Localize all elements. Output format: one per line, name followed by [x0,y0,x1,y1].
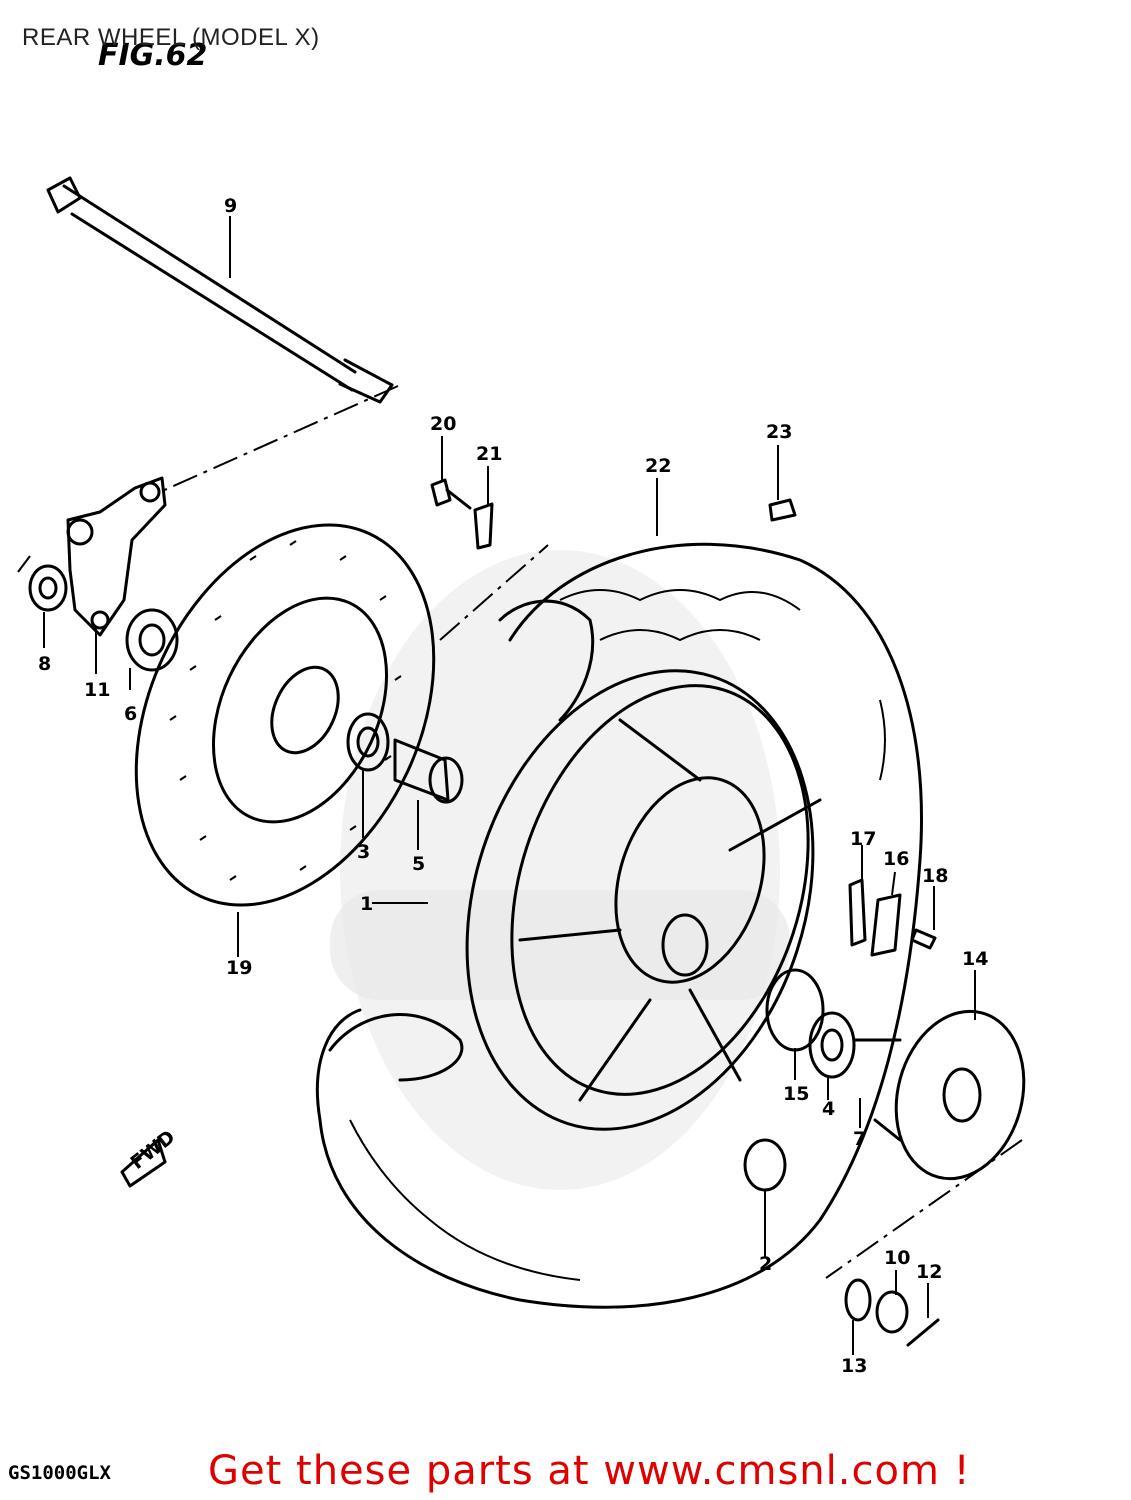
sprocket-plate [848,878,867,947]
callout-11: 11 [84,679,110,701]
washer [844,1278,872,1322]
callout-1: 1 [360,893,373,915]
callout-8: 8 [38,653,51,675]
leader-lines [43,216,976,1355]
callout-16: 16 [883,848,909,870]
callout-21: 21 [476,443,502,465]
callout-19: 19 [226,957,252,979]
collar [28,564,68,612]
callout-5: 5 [412,853,425,875]
callout-12: 12 [916,1261,942,1283]
callout-2: 2 [759,1253,772,1275]
brake-disc [134,523,436,907]
sprocket-mount [853,1009,1026,1181]
nut-centerline [825,1139,1023,1279]
callout-13: 13 [841,1355,867,1377]
axle [46,176,394,404]
callout-10: 10 [884,1247,910,1269]
hub-collar [743,1138,787,1192]
diagram-title: REAR WHEEL (MODEL X) [22,24,320,51]
forward-arrow: FWD [120,1126,180,1188]
axle-nut [875,1290,909,1334]
callout-labels: 1 2 3 4 5 6 7 8 9 10 11 12 13 14 15 16 1… [38,195,988,1377]
callout-20: 20 [430,413,456,435]
tire [315,542,923,1309]
axle-centerline [159,385,399,493]
spacer [393,738,464,804]
cotter-pin [906,1318,940,1347]
callout-7: 7 [853,1128,866,1150]
callout-9: 9 [224,195,237,217]
torque-link [66,476,167,637]
callout-23: 23 [766,421,792,443]
disc-bolt [430,478,472,510]
callout-3: 3 [357,841,370,863]
model-code: GS1000GLX [8,1462,111,1484]
forward-arrow-label: FWD [127,1126,180,1174]
callout-15: 15 [783,1083,809,1105]
sprocket-bolt [910,928,937,950]
o-ring [765,968,825,1052]
callout-6: 6 [124,703,137,725]
bearing-hub [808,1011,856,1079]
figure-number: FIG.62 [98,38,208,73]
valve-cap [768,498,797,522]
bearing-right [346,712,390,772]
callout-14: 14 [962,948,988,970]
watermark-logo [330,550,790,1190]
hub-centerline [17,555,31,573]
parts-link[interactable]: Get these parts at www.cmsnl.com ! [208,1448,971,1494]
lock-washer [870,893,902,957]
wheel-rim [465,669,822,1131]
callout-17: 17 [850,828,876,850]
bolt-centerline [439,544,549,641]
lock-plate [473,502,494,550]
callout-18: 18 [922,865,948,887]
callout-22: 22 [645,455,671,477]
bearing-left [125,608,179,672]
callout-4: 4 [822,1098,835,1120]
